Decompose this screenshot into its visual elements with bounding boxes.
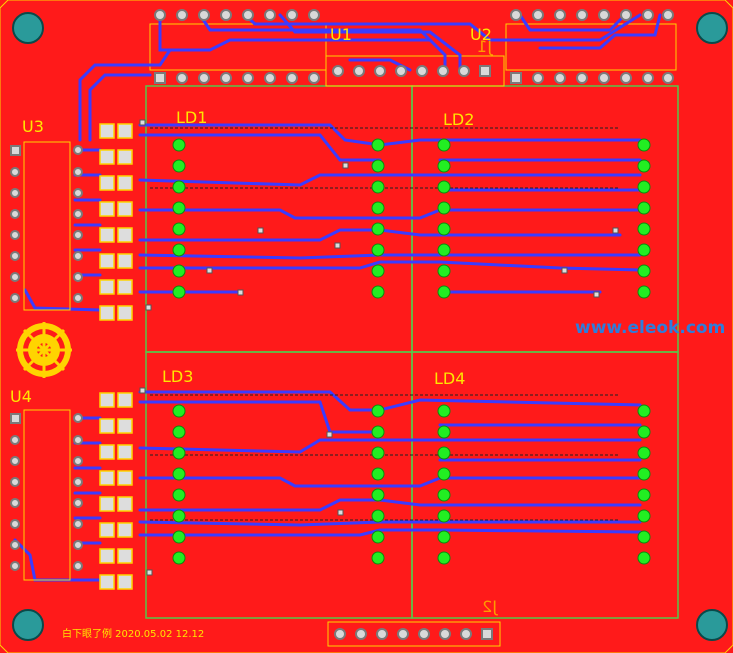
header-u1-pins — [154, 9, 320, 84]
footer-text: 白下眼了例 2020.05.02 12.12 — [62, 627, 204, 640]
label-u1: U1 — [330, 25, 352, 44]
label-j2: J2 — [482, 597, 498, 616]
label-ld2: LD2 — [443, 110, 474, 129]
resistor-pads-top — [99, 123, 133, 321]
mounting-holes — [12, 12, 728, 641]
resistor-pads-bottom — [99, 392, 133, 590]
copper-traces — [13, 13, 662, 582]
label-u3: U3 — [22, 117, 44, 136]
label-ld1: LD1 — [176, 108, 207, 127]
inner-traces — [150, 127, 620, 521]
gear-logo-icon — [16, 322, 72, 378]
vias — [139, 119, 619, 576]
header-u2-pins — [510, 9, 674, 84]
watermark-text: www.eleok.com — [575, 318, 725, 338]
header-outlines — [149, 23, 677, 87]
led-pads — [172, 138, 651, 565]
ic-u3 — [10, 141, 83, 311]
label-u2: U2 — [470, 25, 492, 44]
label-u4: U4 — [10, 387, 32, 406]
label-ld4: LD4 — [434, 369, 465, 388]
ic-u4 — [10, 409, 83, 581]
label-ld3: LD3 — [162, 367, 193, 386]
header-j2-pins — [327, 621, 501, 647]
header-j1-pins — [332, 65, 491, 77]
label-j1: J1 — [477, 37, 493, 56]
